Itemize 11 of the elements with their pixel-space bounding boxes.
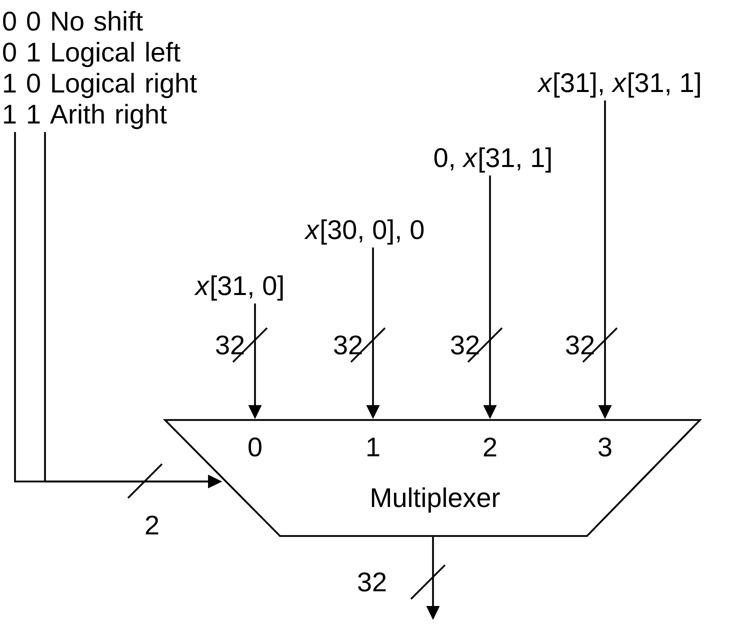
input-label: x[31, 0] — [194, 275, 283, 301]
code-table: 0 0 No shift 0 1 Logical left 1 0 Logical right 1 1 Arith right — [3, 10, 197, 130]
bus-width-label: 32 — [358, 572, 386, 592]
input-label: x[31], x[31, 1] — [537, 72, 700, 98]
input-label: x[30, 0], 0 — [304, 219, 424, 245]
bus-width-label: 32 — [566, 335, 594, 355]
input-label: 0, x[31, 1] — [434, 147, 551, 173]
bus-width-label: 32 — [334, 335, 362, 355]
bus-width-label: 32 — [216, 335, 244, 355]
bus-width-label: 32 — [451, 335, 479, 355]
bus-width-label: 2 — [146, 516, 158, 534]
